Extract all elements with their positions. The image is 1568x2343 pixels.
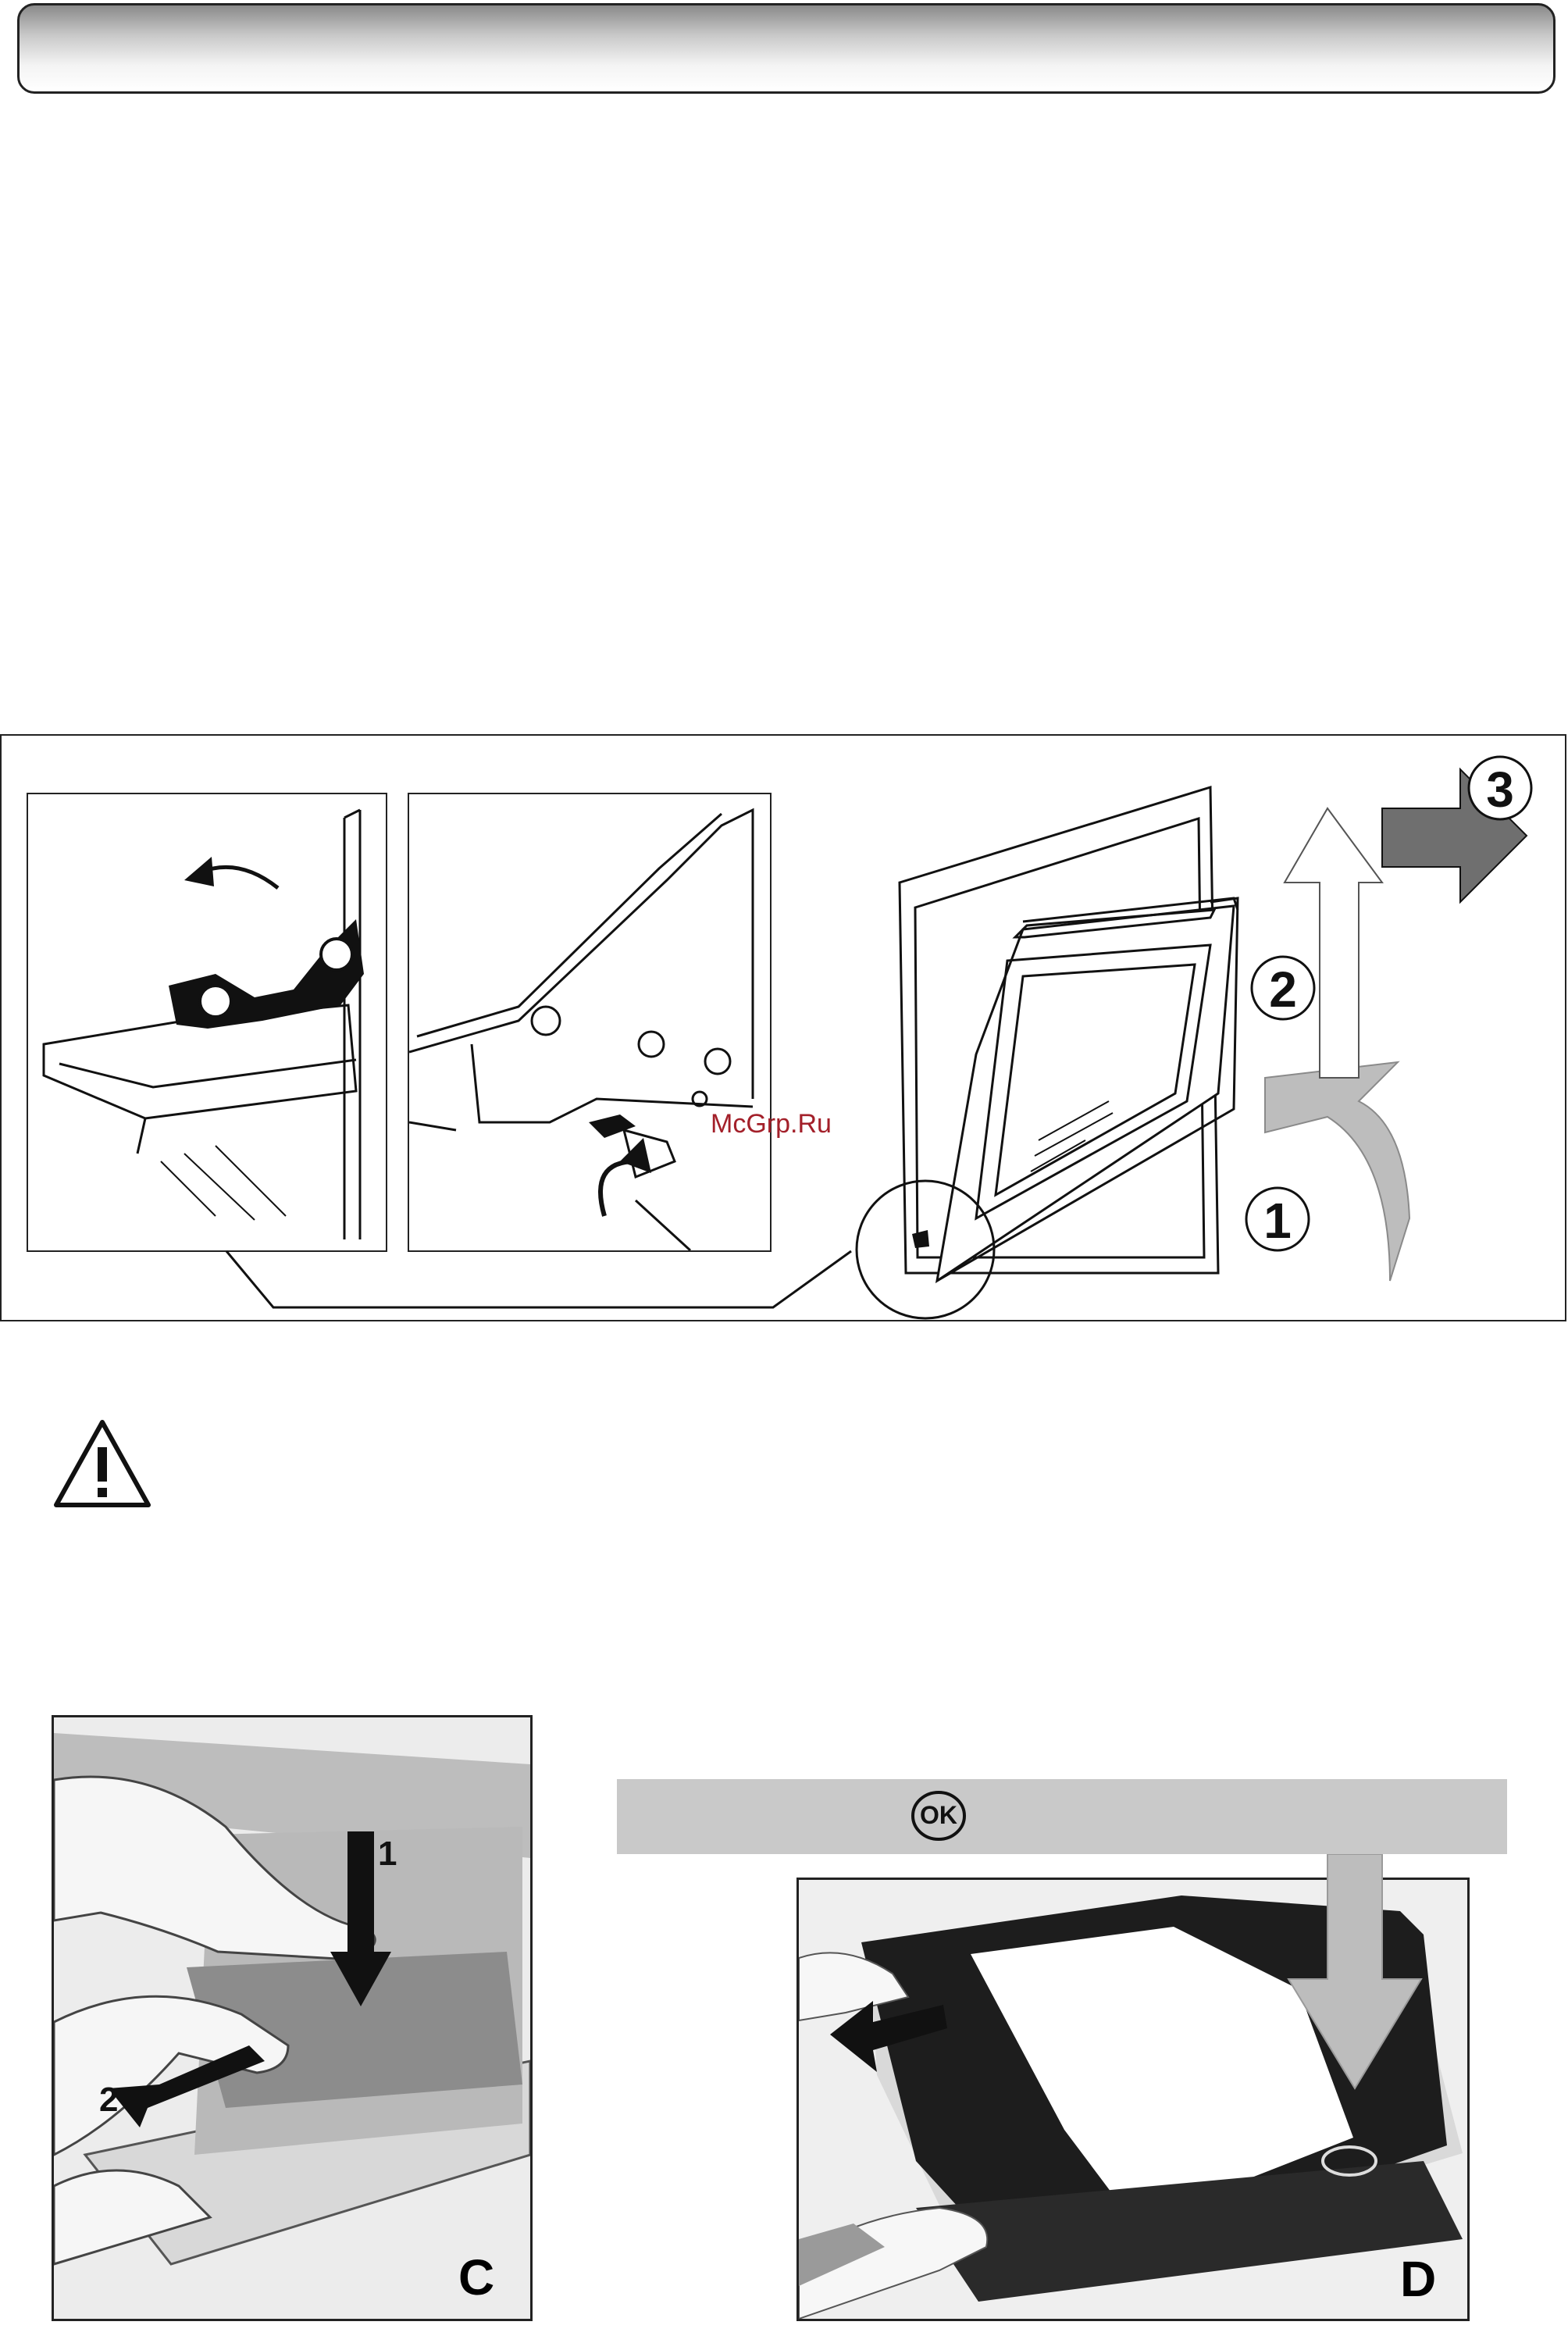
step-1-badge: 1 bbox=[1244, 1186, 1311, 1253]
step-2-badge: 2 bbox=[1249, 954, 1317, 1022]
step-2-label: 2 bbox=[1269, 961, 1297, 1018]
oven-door-drawing bbox=[855, 785, 1239, 1320]
header-bar bbox=[17, 3, 1556, 94]
photo-c: 1 2 C bbox=[52, 1715, 533, 2321]
hinge-lever-shape bbox=[169, 919, 364, 1029]
hinge-clip-drawing bbox=[409, 808, 754, 1250]
photo-c-down-arrow bbox=[330, 1831, 391, 2006]
ok-badge: OK bbox=[911, 1790, 967, 1842]
photo-d-left-arrow bbox=[830, 2001, 947, 2072]
watermark: McGrp.Ru bbox=[711, 1109, 832, 1139]
ok-badge-label: OK bbox=[920, 1801, 957, 1829]
step-1-label: 1 bbox=[1263, 1193, 1292, 1249]
step-2-up-arrow bbox=[1283, 807, 1384, 1079]
photo-d-ok-marker bbox=[1321, 2145, 1377, 2177]
ok-down-arrow bbox=[1287, 1854, 1423, 2090]
hinge-lever-panel bbox=[27, 793, 387, 1252]
warning-icon bbox=[54, 1420, 151, 1507]
photo-c-arrow-2-label: 2 bbox=[99, 2081, 119, 2119]
photo-c-label: C bbox=[458, 2249, 495, 2306]
detail-connector-outline bbox=[225, 1250, 852, 1309]
photo-d-label: D bbox=[1400, 2251, 1437, 2307]
step-1-curved-arrow bbox=[1264, 1061, 1411, 1282]
hinge-lever-drawing bbox=[42, 808, 364, 1239]
photo-c-left-arrow bbox=[109, 2045, 265, 2127]
photo-c-arrow-1-label: 1 bbox=[378, 1835, 397, 1873]
step-3-badge: 3 bbox=[1466, 754, 1534, 822]
ok-band bbox=[617, 1779, 1507, 1854]
photo-c-illustration bbox=[54, 1717, 530, 2319]
step-3-label: 3 bbox=[1486, 761, 1514, 818]
hinge-clip-panel bbox=[408, 793, 772, 1252]
door-removal-figure bbox=[0, 734, 1566, 1321]
